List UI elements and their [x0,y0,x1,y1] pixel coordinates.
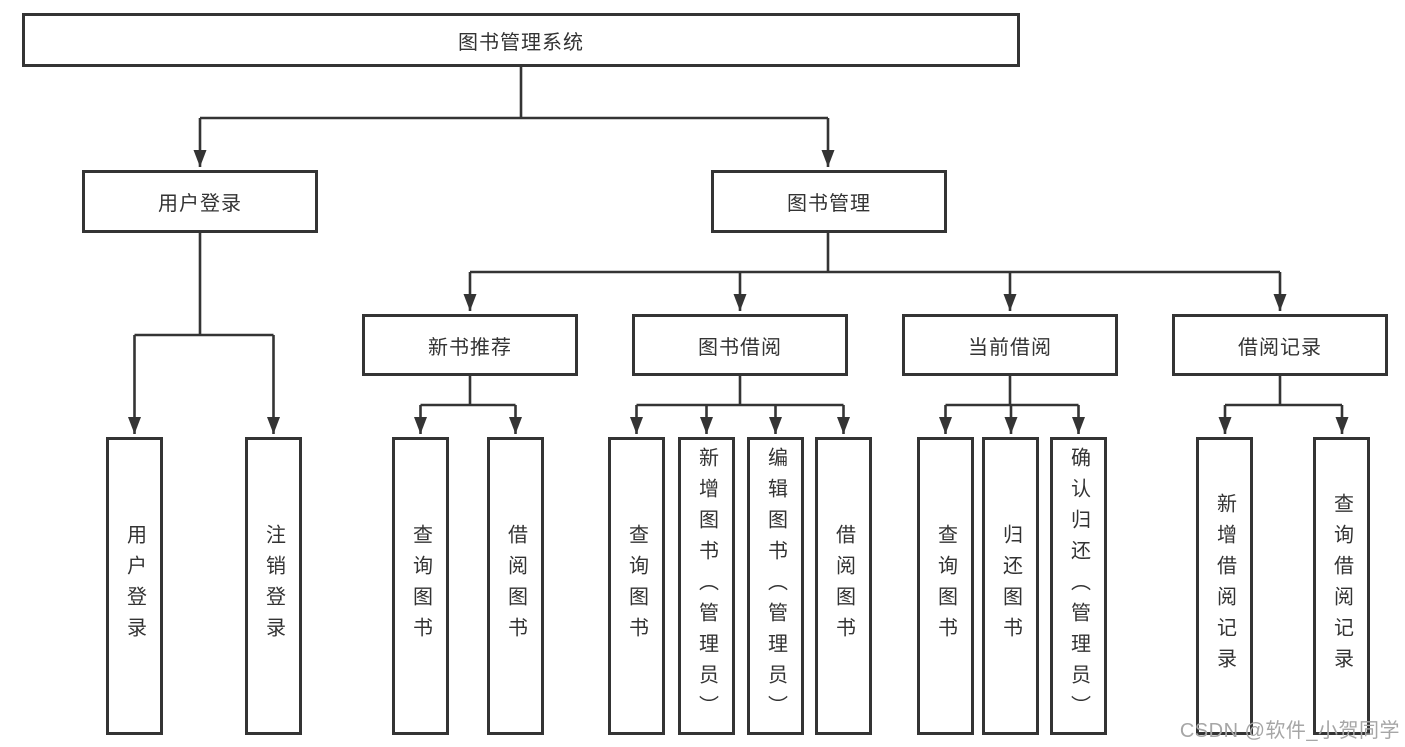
leaf-current-return-books-label: 归还图书 [999,524,1022,648]
connector-user-login-branch [134,233,274,337]
leaf-user-login-label: 用户登录 [123,524,146,648]
leaf-borrowing-query-books-label: 查询图书 [625,524,648,648]
leaf-borrowing-borrow-books-label: 借阅图书 [832,524,855,648]
node-borrowing-records: 借阅记录 [1172,314,1388,376]
node-book-management: 图书管理 [711,170,947,233]
leaf-borrowing-add-books-admin-label: 新增图书（管理员） [695,446,718,726]
leaf-records-query-record: 查询借阅记录 [1313,437,1370,735]
leaf-recommend-borrow-books: 借阅图书 [487,437,544,735]
leaf-current-query-books: 查询图书 [917,437,974,735]
leaf-records-add-record: 新增借阅记录 [1196,437,1253,735]
leaf-user-login: 用户登录 [106,437,163,735]
leaf-borrowing-edit-books-admin-label: 编辑图书（管理员） [764,446,787,726]
connector-book-management-branch [470,233,1280,274]
leaf-records-add-record-label: 新增借阅记录 [1213,493,1236,679]
node-new-book-recommend: 新书推荐 [362,314,578,376]
node-book-borrowing: 图书借阅 [632,314,848,376]
leaf-borrowing-query-books: 查询图书 [608,437,665,735]
connector-current-borrowing-branch [945,376,1079,407]
connector-book-borrowing-branch [636,376,844,407]
leaf-borrowing-add-books-admin: 新增图书（管理员） [678,437,735,735]
leaf-current-confirm-return-admin-label: 确认归还（管理员） [1067,446,1090,726]
node-current-borrowing: 当前借阅 [902,314,1118,376]
connector-new-book-recommend-branch [420,376,516,407]
leaf-records-query-record-label: 查询借阅记录 [1330,493,1353,679]
leaf-logout: 注销登录 [245,437,302,735]
leaf-current-confirm-return-admin: 确认归还（管理员） [1050,437,1107,735]
connector-root-branch [200,67,828,120]
leaf-borrowing-borrow-books: 借阅图书 [815,437,872,735]
leaf-current-return-books: 归还图书 [982,437,1039,735]
leaf-recommend-query-books: 查询图书 [392,437,449,735]
leaf-current-query-books-label: 查询图书 [934,524,957,648]
connector-borrowing-records-branch [1225,376,1342,407]
leaf-recommend-query-books-label: 查询图书 [409,524,432,648]
node-library-management-system: 图书管理系统 [22,13,1020,67]
leaf-logout-label: 注销登录 [262,524,285,648]
node-user-login: 用户登录 [82,170,318,233]
leaf-recommend-borrow-books-label: 借阅图书 [504,524,527,648]
leaf-borrowing-edit-books-admin: 编辑图书（管理员） [747,437,804,735]
